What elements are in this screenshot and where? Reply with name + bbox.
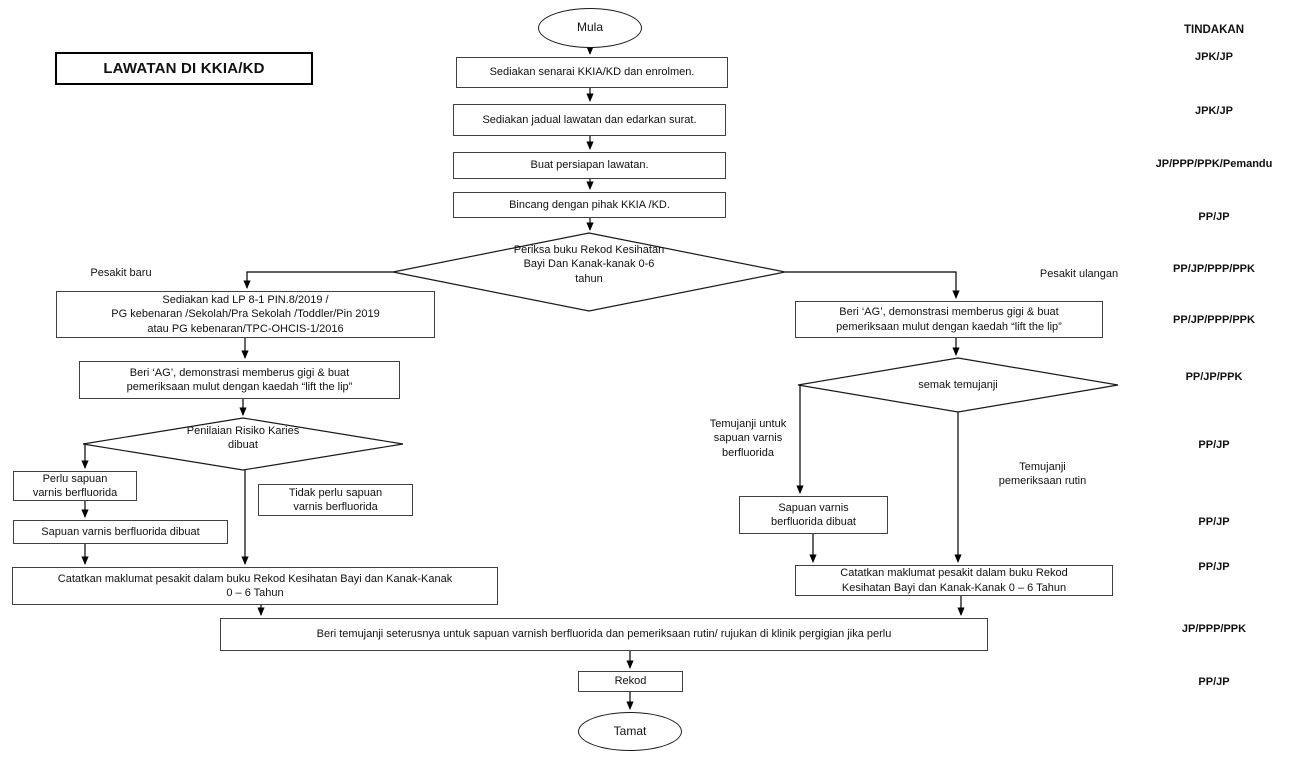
process-beri-temujanji-seterusnya: Beri temujanji seterusnya untuk sapuan v… [220, 618, 988, 651]
process-catatkan-left: Catatkan maklumat pesakit dalam buku Rek… [12, 567, 498, 605]
tindakan-item: PP/JP/PPK [1185, 371, 1243, 383]
tindakan-item: PP/JP/PPP/PPK [1173, 263, 1255, 275]
process-sediakan-kad: Sediakan kad LP 8-1 PIN.8/2019 / PG kebe… [56, 291, 435, 338]
tindakan-item: JP/PPP/PPK [1181, 623, 1247, 635]
process-sapuan-dibuat-left: Sapuan varnis berfluorida dibuat [13, 520, 228, 544]
tindakan-item: PP/JP [1198, 516, 1230, 528]
process-beri-ag-right: Beri ‘AG’, demonstrasi memberus gigi & b… [795, 301, 1103, 338]
tindakan-item: PP/JP [1198, 439, 1230, 451]
edge-label-temujanji-varnis: Temujanji untuk sapuan varnis berfluorid… [709, 418, 787, 459]
tindakan-item: PP/JP [1198, 561, 1230, 573]
process-tidak-perlu-sapuan: Tidak perlu sapuan varnis berfluorida [258, 484, 413, 516]
edge-label-temujanji-rutin: Temujanji pemeriksaan rutin [998, 461, 1087, 488]
decision-rekod-label: Periksa buku Rekod Kesihatan Bayi Dan Ka… [513, 244, 665, 285]
process-catatkan-right: Catatkan maklumat pesakit dalam buku Rek… [795, 565, 1113, 596]
start-terminator: Mula [538, 8, 642, 48]
tindakan-item: PP/JP/PPP/PPK [1173, 314, 1255, 326]
end-terminator: Tamat [578, 712, 682, 751]
edge-decision-left-branch [243, 271, 393, 289]
decision-karies-diamond [82, 417, 404, 471]
branch-label-pesakit-baru: Pesakit baru [90, 267, 152, 279]
process-perlu-sapuan: Perlu sapuan varnis berfluorida [13, 471, 137, 501]
tindakan-header: TINDAKAN [1183, 24, 1245, 36]
decision-temujanji-label: semak temujanji [918, 379, 998, 391]
process-rekod: Rekod [578, 671, 683, 692]
tindakan-item: PP/JP [1198, 676, 1230, 688]
tindakan-item: JP/PPP/PPK/Pemandu [1155, 158, 1273, 170]
tindakan-item: JPK/JP [1195, 105, 1233, 117]
process-beri-ag-left: Beri ‘AG’, demonstrasi memberus gigi & b… [79, 361, 400, 399]
decision-temujanji-diamond [797, 357, 1119, 413]
process-sediakan-senarai: Sediakan senarai KKIA/KD dan enrolmen. [456, 57, 728, 88]
process-buat-persiapan: Buat persiapan lawatan. [453, 152, 726, 179]
tindakan-item: JPK/JP [1195, 51, 1233, 63]
process-sediakan-jadual: Sediakan jadual lawatan dan edarkan sura… [453, 104, 726, 136]
page-title: LAWATAN DI KKIA/KD [55, 52, 313, 85]
edge-decision-right-branch [785, 271, 960, 299]
process-sapuan-dibuat-right: Sapuan varnis berfluorida dibuat [739, 496, 888, 534]
process-bincang-pihak: Bincang dengan pihak KKIA /KD. [453, 192, 726, 218]
decision-rekod-diamond [392, 232, 786, 312]
tindakan-item: PP/JP [1198, 211, 1230, 223]
decision-karies-label: Penilaian Risiko Karies dibuat [186, 425, 300, 452]
branch-label-pesakit-ulangan: Pesakit ulangan [1039, 268, 1119, 280]
